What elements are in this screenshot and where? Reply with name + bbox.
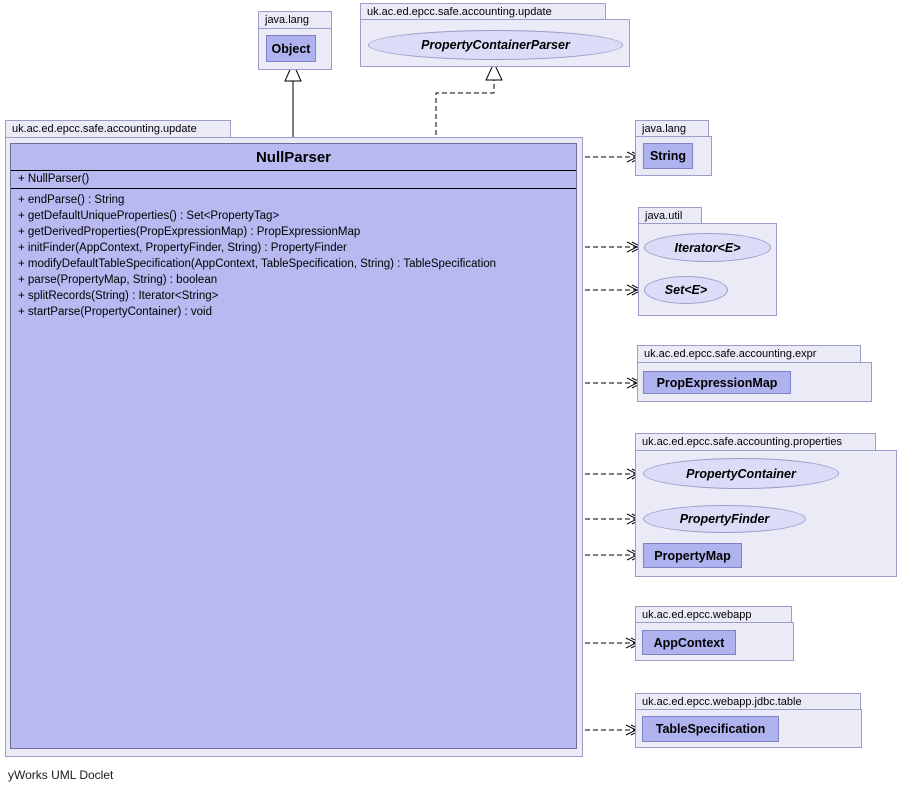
package-tab-expr: uk.ac.ed.epcc.safe.accounting.expr — [637, 345, 861, 363]
interface-node-set[interactable]: Set<E> — [644, 276, 728, 304]
dependency-arrow-string — [577, 151, 644, 163]
class-node-table-specification[interactable]: TableSpecification — [642, 716, 779, 742]
method-row: + initFinder(AppContext, PropertyFinder,… — [18, 242, 347, 254]
method-row: + parse(PropertyMap, String) : boolean — [18, 274, 218, 286]
package-tab-update-main: uk.ac.ed.epcc.safe.accounting.update — [5, 120, 231, 138]
class-node-string[interactable]: String — [643, 143, 693, 169]
dependency-arrow-property-container — [577, 468, 644, 480]
method-row: + splitRecords(String) : Iterator<String… — [18, 290, 219, 302]
package-tab-java-lang-top: java.lang — [258, 11, 332, 29]
method-row: + startParse(PropertyContainer) : void — [18, 306, 212, 318]
method-row: + endParse() : String — [18, 194, 125, 206]
class-node-app-context[interactable]: AppContext — [642, 630, 736, 655]
dependency-arrow-iterator — [577, 241, 644, 253]
constructor-row: + NullParser() — [11, 171, 576, 189]
dependency-arrow-app-context — [577, 637, 643, 649]
class-node-object[interactable]: Object — [266, 35, 316, 62]
package-tab-jdbc-table: uk.ac.ed.epcc.webapp.jdbc.table — [635, 693, 861, 710]
package-tab-java-util: java.util — [638, 207, 702, 224]
method-row: + getDefaultUniqueProperties() : Set<Pro… — [18, 210, 280, 222]
generator-credit-label: yWorks UML Doclet — [8, 768, 114, 782]
dependency-arrow-property-finder — [577, 513, 644, 525]
generalization-arrow-object — [284, 61, 302, 143]
method-row: + modifyDefaultTableSpecification(AppCon… — [18, 258, 497, 270]
package-tab-properties: uk.ac.ed.epcc.safe.accounting.properties — [635, 433, 876, 451]
class-node-prop-expression-map[interactable]: PropExpressionMap — [643, 371, 791, 394]
method-list: + endParse() : String + getDefaultUnique… — [11, 189, 576, 320]
package-tab-webapp: uk.ac.ed.epcc.webapp — [635, 606, 792, 623]
interface-node-property-container-parser[interactable]: PropertyContainerParser — [368, 30, 623, 60]
interface-node-property-finder[interactable]: PropertyFinder — [643, 505, 806, 533]
interface-node-property-container[interactable]: PropertyContainer — [643, 458, 839, 489]
package-tab-update-top: uk.ac.ed.epcc.safe.accounting.update — [360, 3, 606, 20]
dependency-arrow-property-map — [577, 549, 644, 561]
dependency-arrow-prop-expression-map — [577, 377, 644, 389]
interface-node-iterator[interactable]: Iterator<E> — [644, 233, 771, 262]
class-node-null-parser[interactable]: NullParser + NullParser() + endParse() :… — [10, 143, 577, 749]
package-tab-java-lang-right: java.lang — [635, 120, 709, 137]
realization-arrow-property-container-parser — [435, 61, 503, 143]
dependency-arrow-table-specification — [577, 724, 643, 736]
method-row: + getDerivedProperties(PropExpressionMap… — [18, 226, 361, 238]
class-title-null-parser: NullParser — [11, 144, 576, 171]
dependency-arrow-set — [577, 284, 644, 296]
class-node-property-map[interactable]: PropertyMap — [643, 543, 742, 568]
